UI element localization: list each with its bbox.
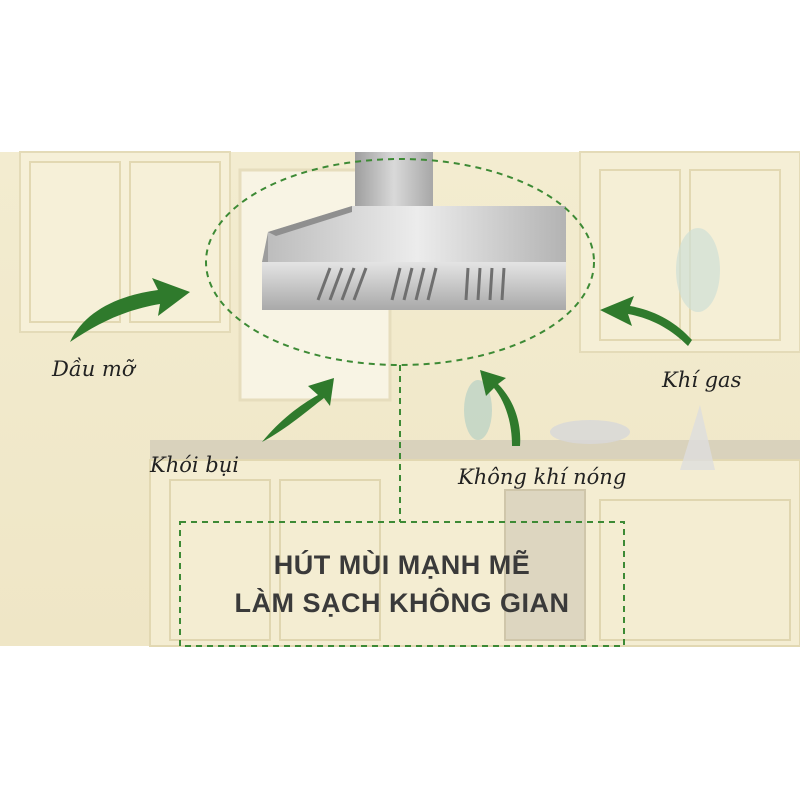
curved-arrow-icon: [262, 378, 334, 442]
decor-plate: [676, 228, 720, 312]
label-gas: Khí gas: [662, 368, 742, 392]
label-hot-air: Không khí nóng: [458, 465, 627, 489]
vase: [464, 380, 492, 440]
curved-arrow-icon: [70, 278, 190, 342]
highlight-ellipse: [205, 158, 595, 366]
countertop: [150, 440, 800, 460]
fan-decor: [680, 405, 715, 470]
curved-arrow-icon: [600, 296, 692, 346]
range-hood: [262, 152, 566, 310]
headline-line-1: HÚT MÙI MẠNH MẼ: [273, 550, 531, 580]
oven: [504, 489, 586, 641]
headline-line-2: LÀM SẠCH KHÔNG GIAN: [234, 588, 570, 618]
curved-arrow-icon: [480, 370, 521, 446]
wok: [550, 420, 630, 444]
headline-box: [179, 521, 625, 647]
hood-filter: [316, 267, 506, 301]
label-oil: Dầu mỡ: [52, 357, 135, 381]
label-smoke: Khói bụi: [150, 453, 239, 477]
lower-cabinets: [149, 459, 800, 647]
